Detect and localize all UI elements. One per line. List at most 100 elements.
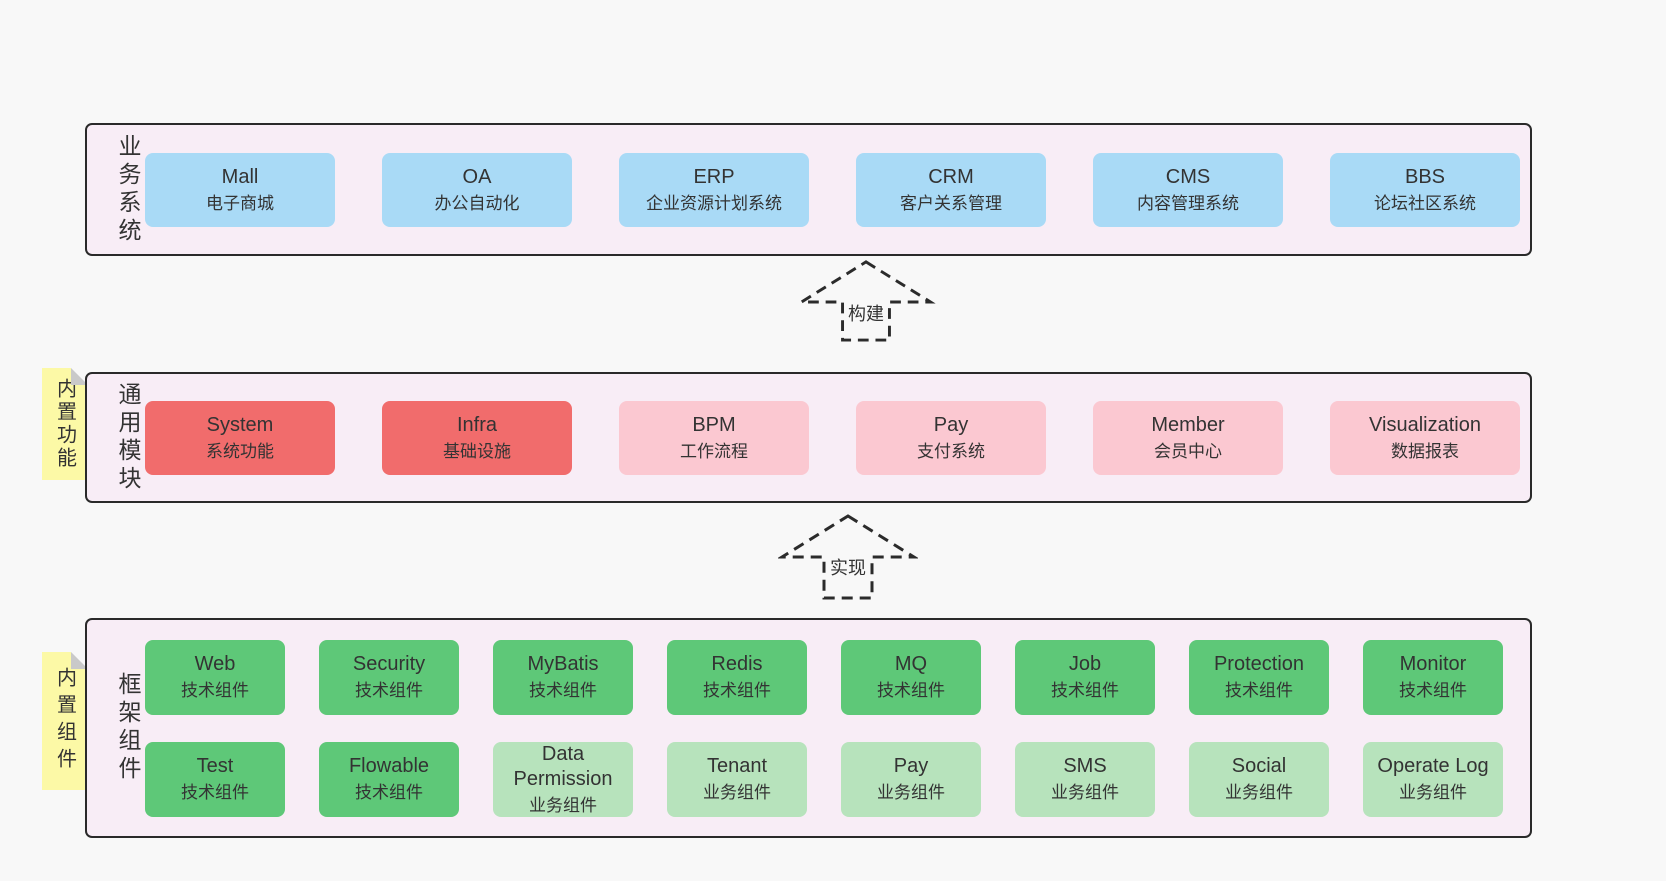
box-data-permission: Data Permission 业务组件 <box>493 741 633 817</box>
box-pay-biz: Pay 业务组件 <box>841 741 981 817</box>
box-title: BPM <box>692 413 736 436</box>
box-title: Infra <box>456 413 498 436</box>
box-subtitle: 会员中心 <box>1154 441 1222 461</box>
arrow-implement-label: 实现 <box>827 554 869 580</box>
box-title: CRM <box>928 165 974 188</box>
framework-components-row-2: Test 技术组件 Flowable 技术组件 Data Permission … <box>145 741 1503 817</box>
box-title: Monitor <box>1399 653 1467 676</box>
box-subtitle: 支付系统 <box>917 441 985 461</box>
box-subtitle: 技术组件 <box>355 783 423 803</box>
box-title: Tenant <box>706 755 768 778</box>
box-title: Test <box>196 755 234 778</box>
box-tenant: Tenant 业务组件 <box>667 741 807 817</box>
framework-components-rows: Web 技术组件 Security 技术组件 MyBatis 技术组件 Redi… <box>145 639 1503 817</box>
box-subtitle: 电子商城 <box>206 193 274 213</box>
box-title: Mall <box>221 165 259 188</box>
panel-label-framework-components: 框架组件 <box>115 672 141 784</box>
box-mq: MQ 技术组件 <box>841 639 981 715</box>
box-subtitle: 办公自动化 <box>434 193 520 213</box>
box-mybatis: MyBatis 技术组件 <box>493 639 633 715</box>
box-subtitle: 技术组件 <box>355 681 423 701</box>
box-subtitle: 工作流程 <box>680 441 748 461</box>
box-crm: CRM 客户关系管理 <box>856 152 1046 227</box>
box-system: System 系统功能 <box>145 400 335 475</box>
panel-label-business-systems: 业务系统 <box>115 133 141 246</box>
box-subtitle: 业务组件 <box>1225 783 1293 803</box>
framework-components-row-1: Web 技术组件 Security 技术组件 MyBatis 技术组件 Redi… <box>145 639 1503 715</box>
box-test: Test 技术组件 <box>145 741 285 817</box>
box-sms: SMS 业务组件 <box>1015 741 1155 817</box>
box-member: Member 会员中心 <box>1093 400 1283 475</box>
box-subtitle: 技术组件 <box>181 783 249 803</box>
box-title: SMS <box>1063 755 1107 778</box>
box-subtitle: 企业资源计划系统 <box>646 193 782 213</box>
box-subtitle: 业务组件 <box>877 783 945 803</box>
box-job: Job 技术组件 <box>1015 639 1155 715</box>
box-subtitle: 业务组件 <box>1399 783 1467 803</box>
box-subtitle: 技术组件 <box>1225 681 1293 701</box>
box-subtitle: 数据报表 <box>1391 441 1459 461</box>
box-subtitle: 系统功能 <box>206 441 274 461</box>
box-subtitle: 基础设施 <box>443 441 511 461</box>
box-bbs: BBS 论坛社区系统 <box>1330 152 1520 227</box>
sticky-note-label: 内置组件 <box>53 667 76 775</box>
arrow-implement: 实现 <box>778 512 918 600</box>
sticky-note-built-in-features: 内置功能 <box>42 368 88 480</box>
box-title: Pay <box>893 755 929 778</box>
box-subtitle: 技术组件 <box>1051 681 1119 701</box>
common-modules-panel: 通用模块 System 系统功能 Infra 基础设施 BPM 工作流程 Pay… <box>85 372 1532 503</box>
box-monitor: Monitor 技术组件 <box>1363 639 1503 715</box>
box-title: Redis <box>711 653 763 676</box>
box-title: Job <box>1068 653 1102 676</box>
box-title: Operate Log <box>1377 755 1489 778</box>
box-subtitle: 技术组件 <box>529 681 597 701</box>
box-title: CMS <box>1165 165 1211 188</box>
box-subtitle: 内容管理系统 <box>1137 193 1239 213</box>
box-subtitle: 业务组件 <box>703 783 771 803</box>
box-title: Protection <box>1213 653 1305 676</box>
box-operate-log: Operate Log 业务组件 <box>1363 741 1503 817</box>
box-title: Web <box>194 653 236 676</box>
box-protection: Protection 技术组件 <box>1189 639 1329 715</box>
box-oa: OA 办公自动化 <box>382 152 572 227</box>
framework-components-panel: 框架组件 Web 技术组件 Security 技术组件 MyBatis 技术组件… <box>85 618 1532 838</box>
box-social: Social 业务组件 <box>1189 741 1329 817</box>
box-subtitle: 客户关系管理 <box>900 193 1002 213</box>
box-title: Member <box>1151 413 1225 436</box>
business-systems-panel: 业务系统 Mall 电子商城 OA 办公自动化 ERP 企业资源计划系统 CRM… <box>85 123 1532 256</box>
business-systems-boxes: Mall 电子商城 OA 办公自动化 ERP 企业资源计划系统 CRM 客户关系… <box>145 152 1520 227</box>
box-title: System <box>206 413 274 436</box>
box-security: Security 技术组件 <box>319 639 459 715</box>
box-erp: ERP 企业资源计划系统 <box>619 152 809 227</box>
box-subtitle: 技术组件 <box>181 681 249 701</box>
box-subtitle: 业务组件 <box>529 795 597 815</box>
box-mall: Mall 电子商城 <box>145 152 335 227</box>
box-subtitle: 技术组件 <box>1399 681 1467 701</box>
box-pay: Pay 支付系统 <box>856 400 1046 475</box>
box-title: Pay <box>933 413 969 436</box>
box-subtitle: 业务组件 <box>1051 783 1119 803</box>
box-infra: Infra 基础设施 <box>382 400 572 475</box>
box-title: Social <box>1231 755 1287 778</box>
box-redis: Redis 技术组件 <box>667 639 807 715</box>
box-title: Flowable <box>348 755 430 778</box>
box-cms: CMS 内容管理系统 <box>1093 152 1283 227</box>
box-title: Security <box>352 653 426 676</box>
box-title: MQ <box>894 653 928 676</box>
up-arrow-icon <box>796 260 936 342</box>
box-title: ERP <box>693 165 735 188</box>
box-title: MyBatis <box>527 653 599 676</box>
box-visualization: Visualization 数据报表 <box>1330 400 1520 475</box>
up-arrow-icon <box>778 514 918 600</box>
box-web: Web 技术组件 <box>145 639 285 715</box>
box-subtitle: 技术组件 <box>877 681 945 701</box>
box-subtitle: 技术组件 <box>703 681 771 701</box>
box-flowable: Flowable 技术组件 <box>319 741 459 817</box>
box-title: OA <box>462 165 492 188</box>
box-title: Visualization <box>1369 413 1481 436</box>
box-title: Data Permission <box>513 742 613 790</box>
box-subtitle: 论坛社区系统 <box>1374 193 1476 213</box>
arrow-build: 构建 <box>796 258 936 344</box>
box-title: BBS <box>1404 165 1446 188</box>
sticky-note-label: 内置功能 <box>53 378 76 470</box>
